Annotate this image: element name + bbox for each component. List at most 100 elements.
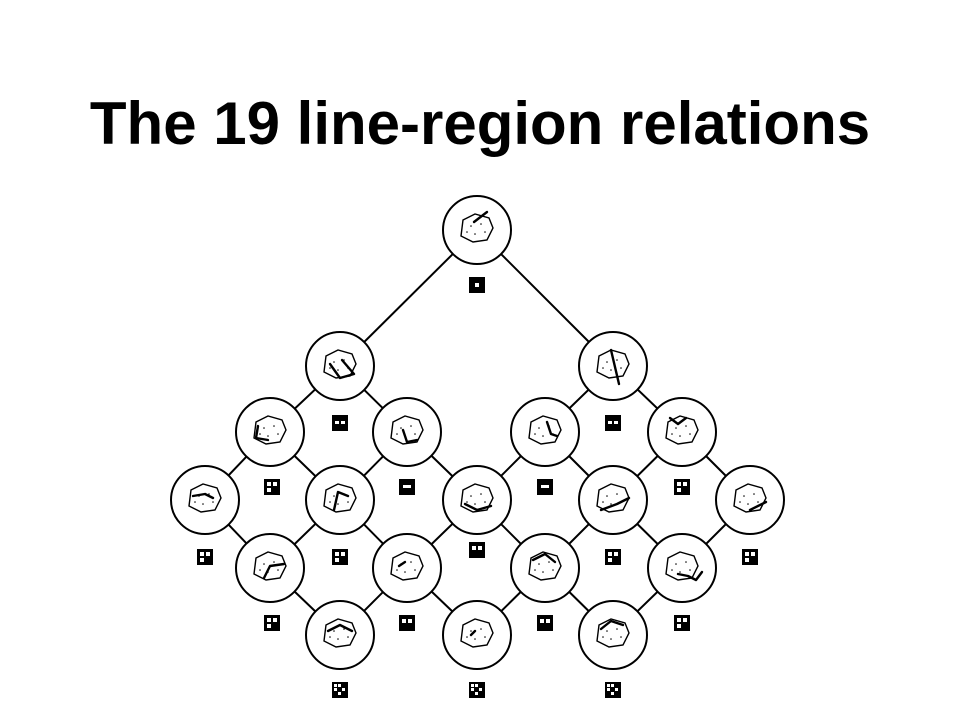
- line-shape: [328, 358, 356, 380]
- region-shape: [596, 349, 630, 379]
- region-stipple-dot: [480, 223, 482, 225]
- matrix-cell: [334, 684, 337, 687]
- region-shape: [323, 483, 357, 513]
- matrix-cell: [206, 552, 210, 556]
- relation-node: [578, 331, 648, 401]
- region-stipple-dot: [671, 433, 673, 435]
- intersection-matrices: [197, 277, 758, 698]
- region-stipple-dot: [466, 501, 468, 503]
- line-shape: [191, 492, 215, 500]
- line-shape: [668, 416, 688, 426]
- line-shape: [254, 424, 270, 442]
- region-stipple-dot: [679, 435, 681, 437]
- line-shape: [676, 570, 704, 582]
- region-stipple-dot: [329, 367, 331, 369]
- matrix-cell: [751, 552, 755, 556]
- matrix-cell: [471, 684, 474, 687]
- relation-node: [715, 465, 785, 535]
- region-stipple-dot: [414, 433, 416, 435]
- region-stipple-dot: [679, 571, 681, 573]
- region-stipple-dot: [480, 628, 482, 630]
- line-shape: [748, 500, 768, 512]
- matrix-cell: [335, 421, 339, 424]
- region-shape: [528, 415, 562, 445]
- intersection-matrix: [537, 479, 553, 495]
- relation-node: [442, 465, 512, 535]
- matrix-cell: [608, 558, 612, 562]
- region-stipple-dot: [689, 569, 691, 571]
- region-stipple-dot: [606, 495, 608, 497]
- region-stipple-dot: [212, 501, 214, 503]
- region-shape: [323, 618, 357, 648]
- matrix-frame: [264, 479, 280, 495]
- region-shape: [390, 551, 424, 581]
- relation-node: [442, 195, 512, 265]
- relation-node: [235, 397, 305, 467]
- matrix-cell: [607, 688, 610, 691]
- region-stipple-dot: [620, 636, 622, 638]
- matrix-frame: [674, 479, 690, 495]
- matrix-cell: [541, 485, 549, 488]
- region-stipple-dot: [410, 561, 412, 563]
- region-shape: [665, 551, 699, 581]
- intersection-matrix: [469, 542, 485, 558]
- matrix-cell: [683, 618, 687, 622]
- matrix-cell: [546, 619, 550, 623]
- region-stipple-dot: [739, 501, 741, 503]
- matrix-frame: [537, 615, 553, 631]
- region-stipple-dot: [470, 225, 472, 227]
- matrix-cell: [615, 688, 618, 691]
- intersection-matrix: [469, 682, 485, 698]
- region-shape: [528, 551, 562, 581]
- relation-node: [305, 331, 375, 401]
- region-stipple-dot: [470, 495, 472, 497]
- matrix-cell: [408, 619, 412, 623]
- line-shape: [531, 552, 557, 564]
- matrix-cell: [683, 482, 687, 486]
- page-title: The 19 line-region relations: [89, 90, 871, 157]
- matrix-frame: [674, 615, 690, 631]
- line-shape: [463, 502, 493, 512]
- matrix-cell: [475, 283, 479, 287]
- region-stipple-dot: [208, 493, 210, 495]
- intersection-matrix: [605, 415, 621, 431]
- region-stipple-dot: [404, 571, 406, 573]
- region-stipple-dot: [194, 501, 196, 503]
- matrix-cell: [608, 421, 612, 424]
- region-stipple-dot: [757, 501, 759, 503]
- matrix-cell: [334, 688, 337, 691]
- intersection-matrix: [674, 615, 690, 631]
- region-stipple-dot: [616, 493, 618, 495]
- line-shape: [401, 428, 419, 444]
- region-stipple-dot: [273, 561, 275, 563]
- region-stipple-dot: [616, 628, 618, 630]
- region-stipple-dot: [484, 636, 486, 638]
- matrix-cell: [475, 692, 478, 695]
- region-stipple-dot: [542, 435, 544, 437]
- region-stipple-dot: [602, 501, 604, 503]
- region-stipple-dot: [277, 433, 279, 435]
- region-stipple-dot: [337, 638, 339, 640]
- matrix-cell: [267, 624, 271, 628]
- region-shape: [733, 483, 767, 513]
- intersection-matrix: [399, 615, 415, 631]
- region-stipple-dot: [400, 427, 402, 429]
- region-shape: [253, 415, 287, 445]
- region-stipple-dot: [470, 630, 472, 632]
- region-stipple-dot: [610, 638, 612, 640]
- matrix-cell: [200, 552, 204, 556]
- intersection-matrix: [537, 615, 553, 631]
- line-shape: [469, 629, 477, 637]
- region-stipple-dot: [743, 495, 745, 497]
- region-stipple-dot: [610, 503, 612, 505]
- relation-node: [235, 533, 305, 603]
- region-shape: [460, 618, 494, 648]
- intersection-matrix: [264, 615, 280, 631]
- intersection-matrix: [332, 682, 348, 698]
- region-stipple-dot: [616, 359, 618, 361]
- region-stipple-dot: [484, 501, 486, 503]
- region-stipple-dot: [474, 233, 476, 235]
- region-shape: [665, 415, 699, 445]
- lattice-nodes: [170, 195, 785, 670]
- matrix-frame: [605, 549, 621, 565]
